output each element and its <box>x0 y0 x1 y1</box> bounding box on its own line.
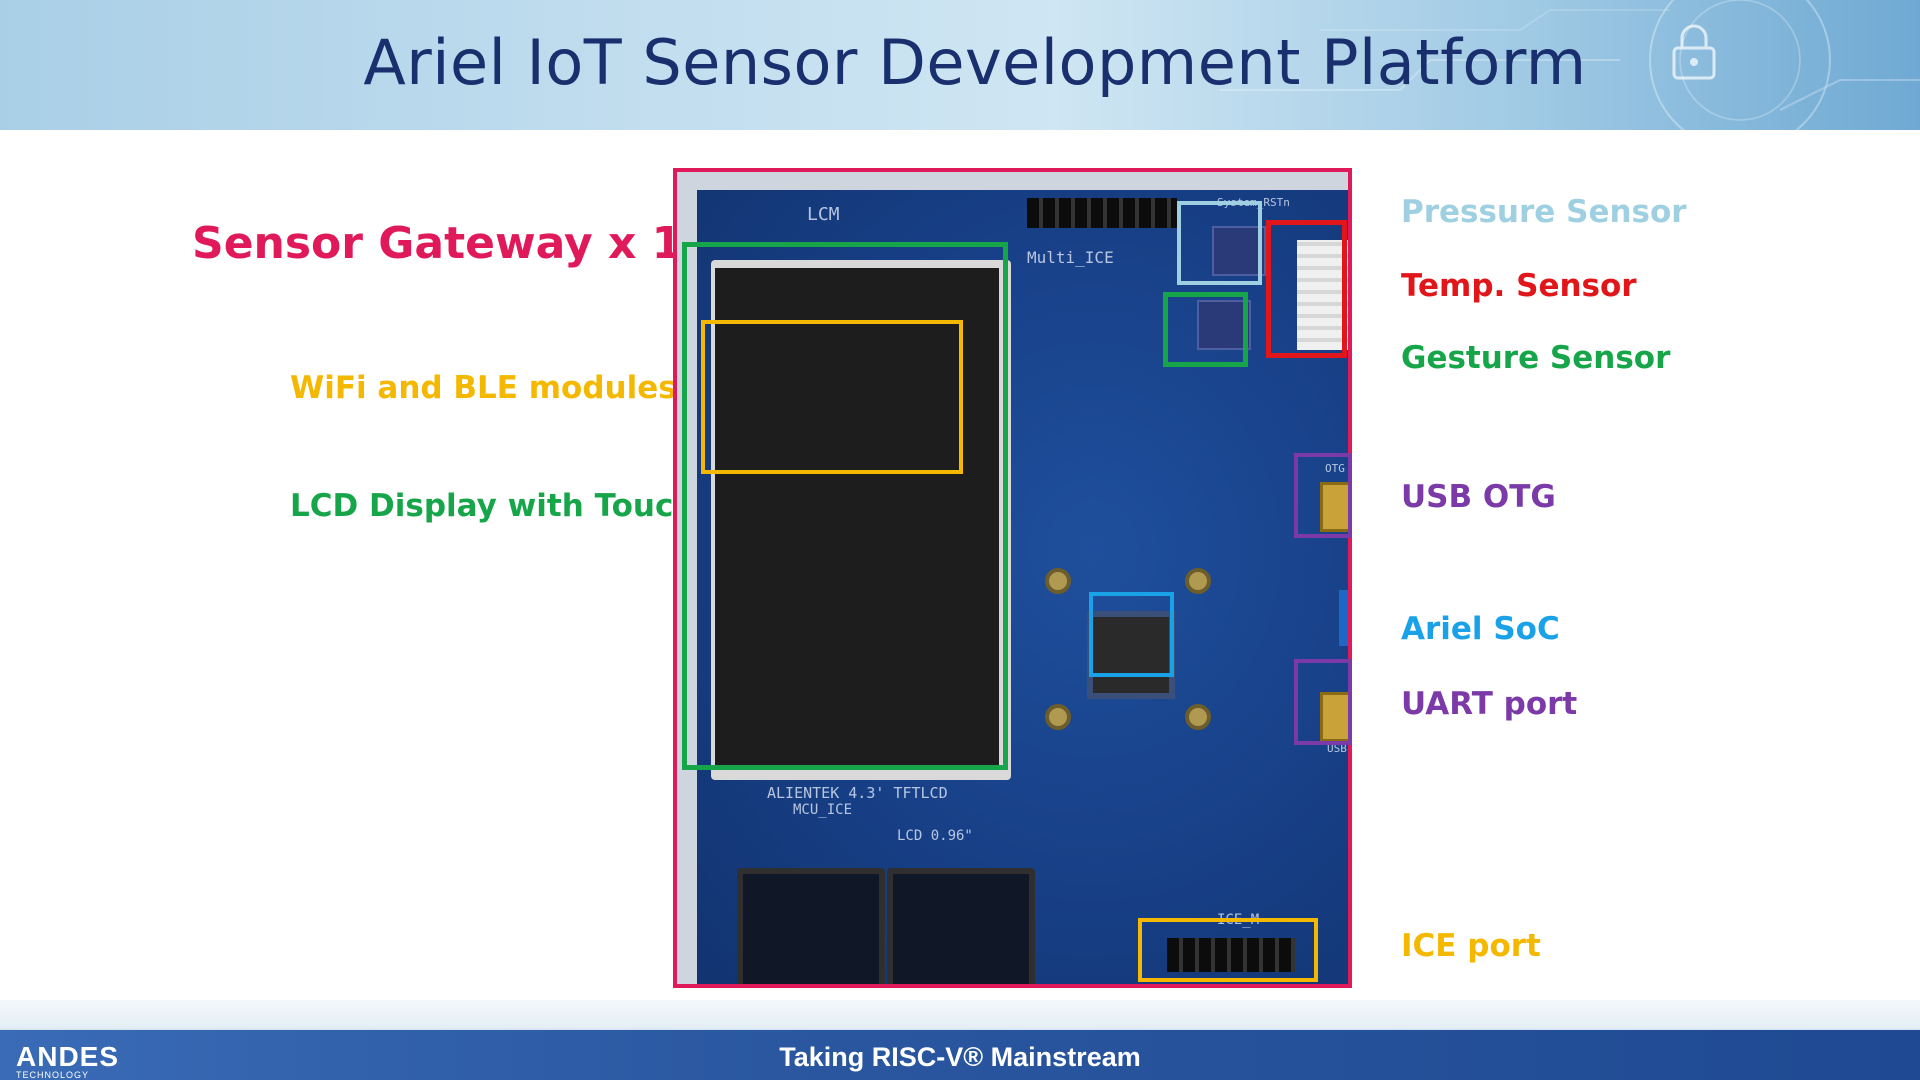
pressure-sensor-module <box>1212 226 1266 276</box>
silkscreen-lcm: LCM <box>807 204 840 225</box>
temp-sensor-label: Temp. Sensor <box>1401 268 1637 304</box>
gesture-sensor-label: Gesture Sensor <box>1401 340 1671 376</box>
pin-header <box>1027 198 1177 228</box>
oled-display-1 <box>737 868 885 984</box>
ariel-soc-label: Ariel SoC <box>1401 611 1560 647</box>
temp-sensor-module <box>1297 240 1348 350</box>
uart-callout-box <box>1294 659 1352 745</box>
wifi-ble-label: WiFi and BLE modules <box>290 370 677 406</box>
soc-chip <box>1093 617 1169 693</box>
lock-icon <box>1672 24 1716 80</box>
lcd-screen <box>715 268 999 768</box>
ice-callout-box <box>1138 918 1318 982</box>
page-title: Ariel IoT Sensor Development Platform <box>363 26 1587 99</box>
usb-otg-callout-box <box>1294 453 1352 538</box>
silkscreen-lcd-096: LCD 0.96" <box>897 828 973 844</box>
usb-otg-label: USB OTG <box>1401 479 1556 515</box>
sensor-gateway-label: Sensor Gateway x 1 <box>192 218 683 269</box>
silkscreen-alientek: ALIENTEK 4.3' TFTLCD <box>767 784 948 802</box>
footer-strip <box>0 1030 1920 1080</box>
lcd-callout-box <box>682 242 1008 770</box>
pressure-sensor-label: Pressure Sensor <box>1401 194 1687 230</box>
circuit-decoration <box>1220 0 1920 130</box>
lcd-display-label: LCD Display with Touch <box>290 488 696 524</box>
silkscreen-otg: OTG <box>1325 462 1345 475</box>
gesture-sensor-module <box>1197 300 1251 350</box>
usb-otg-port <box>1320 482 1348 532</box>
pressure-callout-box <box>1177 201 1262 285</box>
wifi-ble-callout-box <box>701 320 963 474</box>
silkscreen-multi-ice: Multi_ICE <box>1027 248 1114 267</box>
ice-port-header <box>1167 938 1295 972</box>
logo-main-text: ANDES <box>16 1041 120 1072</box>
mounting-hole <box>1045 568 1071 594</box>
ice-port-label: ICE port <box>1401 928 1541 964</box>
footer-tagline: Taking RISC-V® Mainstream <box>779 1042 1141 1072</box>
mounting-hole <box>1185 568 1211 594</box>
silkscreen-usb: USB <box>1327 742 1347 755</box>
andes-logo: ANDES TECHNOLOGY <box>16 1041 120 1080</box>
mounting-hole <box>1185 704 1211 730</box>
mounting-hole <box>1045 704 1071 730</box>
silkscreen-mcu-ice: MCU_ICE <box>793 802 853 818</box>
logo-sub-text: TECHNOLOGY <box>16 1070 90 1080</box>
gesture-callout-box <box>1163 292 1248 367</box>
temp-callout-box <box>1266 220 1347 358</box>
dip-switch <box>1339 590 1348 646</box>
uart-port-label: UART port <box>1401 686 1578 722</box>
soc-callout-box <box>1089 592 1174 677</box>
uart-usb-port <box>1320 692 1348 742</box>
oled-display-2 <box>887 868 1035 984</box>
header-banner: Ariel IoT Sensor Development Platform <box>0 0 1920 130</box>
